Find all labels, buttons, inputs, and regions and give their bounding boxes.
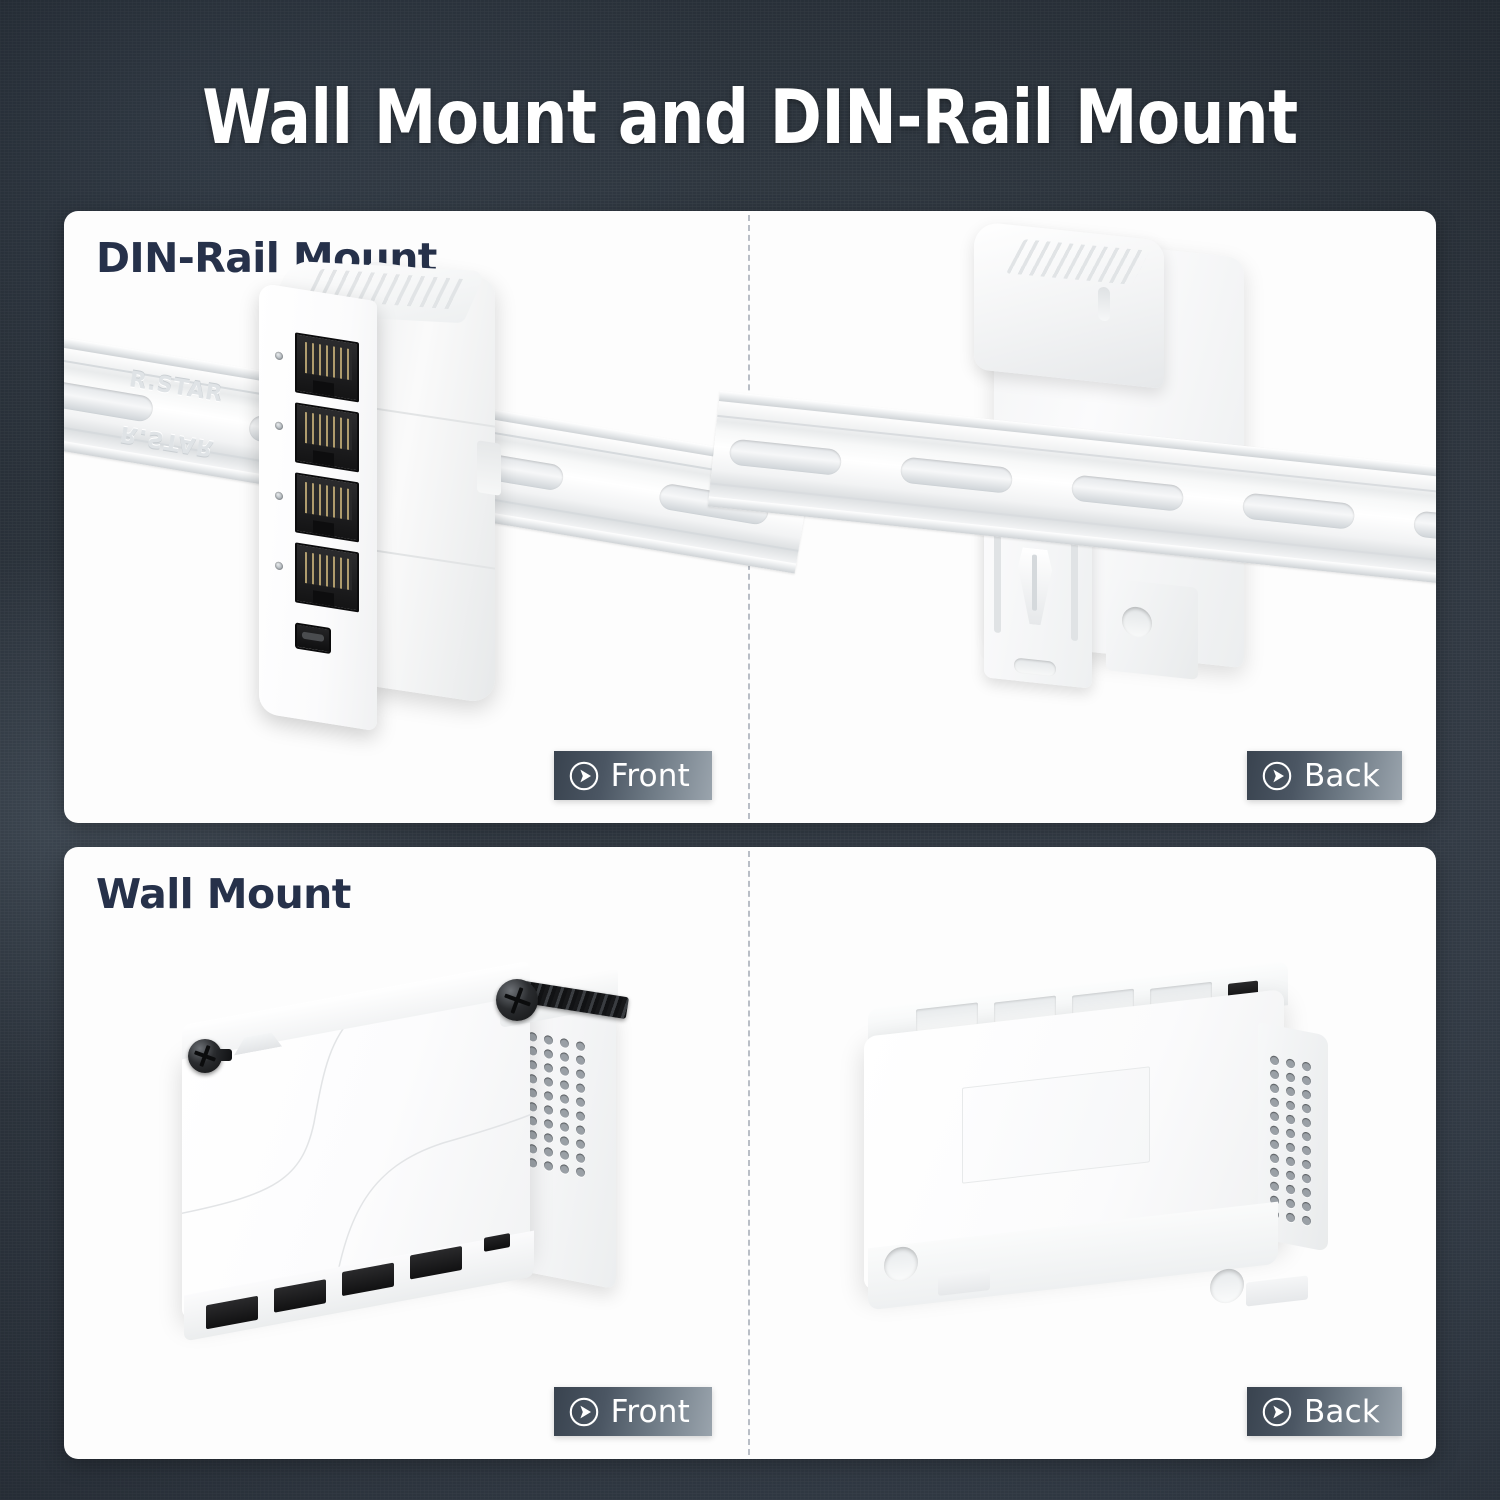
din-front-view: R.STAR R.STAR (64, 211, 814, 823)
side-vent-holes-back (1270, 1055, 1311, 1226)
keyhole-mount-right (1210, 1267, 1244, 1305)
back-badge-label-din: Back (1303, 757, 1380, 794)
din-rail-mount-panel: DIN-Rail Mount R.STAR R.STAR (64, 211, 1436, 823)
rj45-port-4 (295, 542, 359, 613)
din-back-view: Back (707, 211, 1436, 823)
back-badge-label-wall: Back (1303, 1393, 1380, 1430)
rj45-port-1 (206, 1295, 258, 1330)
wall-front-view: Front (64, 847, 748, 1459)
front-badge-din[interactable]: Front (553, 751, 712, 800)
led-indicator-2 (275, 421, 283, 431)
play-circle-icon (1262, 1397, 1292, 1426)
switch-device-wall-front (170, 960, 640, 1342)
led-indicator-1 (275, 351, 283, 361)
back-badge-din[interactable]: Back (1246, 751, 1402, 800)
mounting-screw-head-right (496, 979, 538, 1021)
rj45-port-3 (342, 1262, 394, 1297)
play-circle-icon (569, 761, 598, 790)
power-port (295, 622, 331, 655)
wall-back-view: Back (750, 847, 1436, 1459)
rj45-port-4 (410, 1245, 462, 1280)
panel-divider-wall (748, 851, 750, 1455)
wall-mount-section-heading: Wall Mount (96, 870, 351, 918)
led-indicator-3 (275, 491, 283, 501)
rj45-port-2 (274, 1279, 326, 1313)
front-badge-wall[interactable]: Front (553, 1387, 712, 1436)
led-indicator-4 (275, 561, 283, 571)
page-title: Wall Mount and DIN-Rail Mount (202, 73, 1298, 161)
rj45-port-1 (295, 332, 359, 403)
wall-mount-panel: Wall Mount (64, 847, 1436, 1459)
switch-device-front (249, 260, 501, 746)
rj45-port-3 (295, 472, 359, 543)
play-circle-icon (569, 1397, 598, 1426)
rj45-port-2 (295, 402, 359, 473)
side-vent-holes (528, 1031, 585, 1178)
play-circle-icon (1262, 761, 1292, 790)
back-badge-wall[interactable]: Back (1246, 1387, 1402, 1436)
switch-device-wall-back (854, 961, 1334, 1319)
front-badge-label-din: Front (610, 757, 690, 794)
front-badge-label-wall: Front (610, 1393, 690, 1430)
